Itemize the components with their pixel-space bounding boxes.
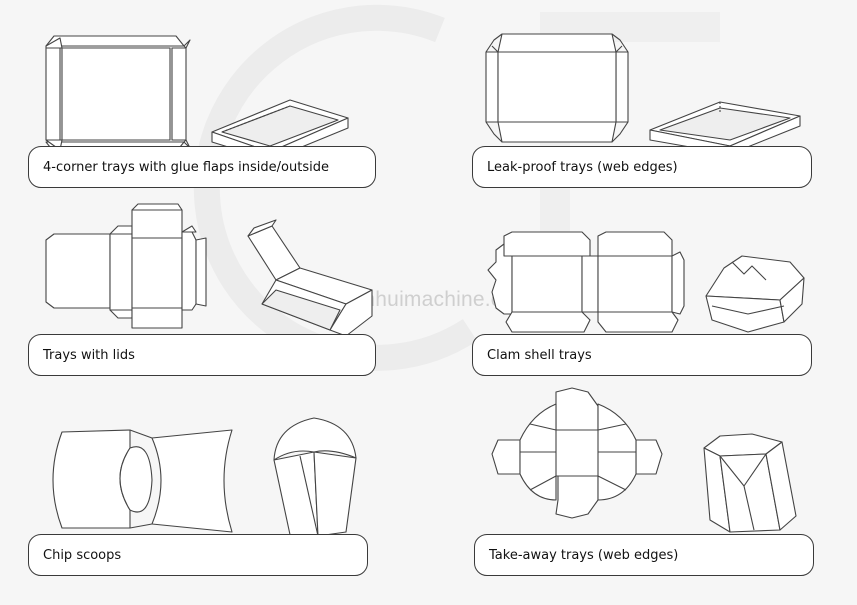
chip-scoop-blank: [52, 429, 233, 533]
watermark-text: xuanhuimachine.com: [328, 288, 532, 311]
label-clam-shell-trays: Clam shell trays: [472, 334, 812, 376]
label-leak-proof-trays: Leak-proof trays (web edges): [472, 146, 812, 188]
leak-proof-tray-blank: [485, 33, 629, 143]
clam-shell-tray-folded: [705, 255, 805, 333]
chip-scoop-folded: [273, 417, 357, 545]
label-trays-with-lids: Trays with lids: [28, 334, 376, 376]
label-take-away-trays: Take-away trays (web edges): [474, 534, 814, 576]
label-4-corner-trays: 4-corner trays with glue flaps inside/ou…: [28, 146, 376, 188]
four-corner-tray-folded: [211, 99, 349, 161]
take-away-tray-folded: [703, 433, 797, 533]
tray-with-lid-blank: [45, 203, 207, 329]
label-chip-scoops: Chip scoops: [28, 534, 368, 576]
four-corner-tray-blank: [45, 35, 191, 153]
take-away-tray-blank: [491, 387, 663, 519]
tray-with-lid-folded: [247, 219, 373, 337]
clam-shell-tray-blank: [487, 231, 685, 333]
